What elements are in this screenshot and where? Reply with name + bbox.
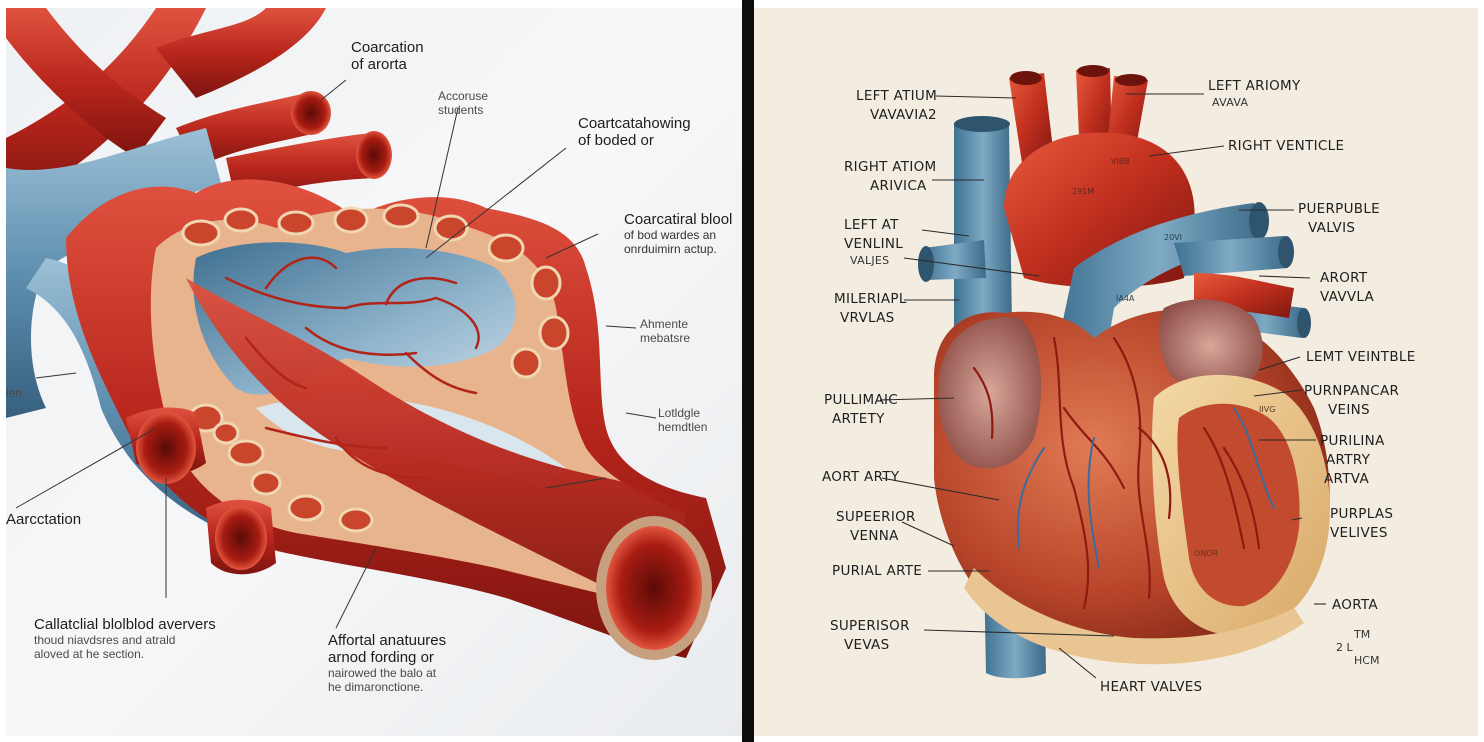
vessel-mark-3: IA4A: [1116, 294, 1135, 303]
label-lemt-veintble: LEMT VEINTBLE: [1306, 348, 1416, 367]
label-coarcatiral-blool: Coarcatiral blool of bod wardes an onrdu…: [624, 211, 732, 256]
vessel-mark-0: VIBB: [1111, 157, 1130, 166]
label-len: len: [6, 386, 22, 400]
label-affortal-anatuures: Affortal anatuures arnod fording or nair…: [328, 632, 446, 694]
label-heart-valves: HEART VALVES: [1100, 678, 1202, 697]
heart-anatomy-panel: VIBB 291M 20VI IA4A ONOR IIVG: [754, 8, 1478, 736]
label-aarcctation: Aarcctation: [6, 511, 81, 528]
corner-marks: TM 2 L HCM: [1336, 628, 1379, 667]
label-callatclial-blolblod: Callatclial blolblod aververs thoud niav…: [34, 616, 216, 661]
label-purial-arte: PURIAL ARTE: [832, 562, 922, 581]
vessel-mark-2: 20VI: [1164, 233, 1182, 242]
label-aorta: AORTA: [1332, 596, 1378, 615]
vessel-mark-1: 291M: [1072, 187, 1094, 196]
vessel-mark-4: ONOR: [1194, 549, 1219, 558]
vessel-mark-5: IIVG: [1259, 405, 1275, 414]
label-purilina: PURILINA ARTRY ARTVA: [1320, 432, 1385, 489]
label-right-venticle: RIGHT VENTICLE: [1228, 137, 1344, 156]
label-aort-arty: AORT ARTY: [822, 468, 899, 487]
panel-divider: [742, 0, 754, 742]
